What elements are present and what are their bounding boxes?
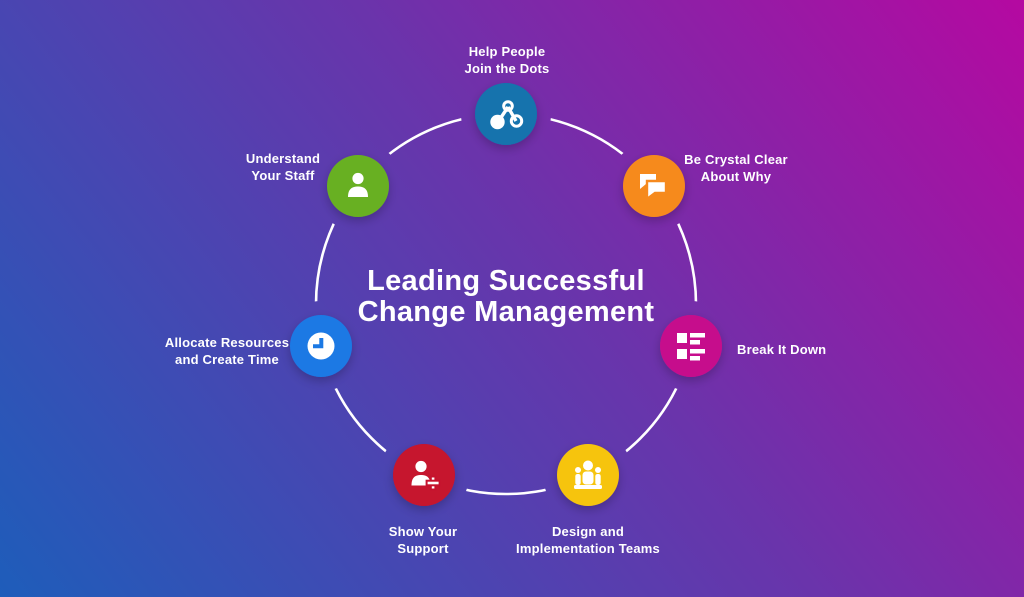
label-line: Show Your	[388, 524, 458, 539]
diagram-title: Leading Successful Change Management	[306, 266, 706, 328]
label-line: and Create Time	[175, 352, 279, 367]
team-icon	[574, 460, 602, 489]
add-person-icon	[411, 460, 441, 491]
node-design-and-implementation-teams	[557, 444, 619, 506]
label-line: Design and	[551, 524, 625, 539]
node-understand-your-staff	[327, 155, 389, 217]
label-be-crystal-clear-about-why: Be Crystal Clear About Why	[636, 151, 836, 185]
label-line: Allocate Resources	[164, 335, 290, 350]
network-dots-icon	[490, 100, 524, 130]
node-break-it-down	[660, 315, 722, 377]
node-circle	[327, 155, 389, 217]
diagram-title-line: Leading Successful	[367, 265, 645, 297]
node-help-people-join-the-dots	[475, 83, 537, 145]
label-line: About Why	[700, 169, 772, 184]
label-line: Break It Down	[737, 342, 827, 357]
node-show-your-support	[393, 444, 455, 506]
node-be-crystal-clear-about-why	[623, 155, 685, 217]
label-show-your-support: Show Your Support	[323, 523, 523, 557]
label-line: Be Crystal Clear	[684, 152, 788, 167]
node-circle	[393, 444, 455, 506]
label-line: Understand	[245, 151, 321, 166]
label-line: Join the Dots	[464, 61, 550, 76]
node-circle	[660, 315, 722, 377]
label-understand-your-staff: Understand Your Staff	[183, 150, 383, 184]
label-line: Your Staff	[251, 168, 315, 183]
diagram-title-line: Change Management	[357, 296, 655, 328]
label-line: Help People	[468, 44, 546, 59]
node-circle	[475, 83, 537, 145]
label-line: Support	[397, 541, 449, 556]
label-design-and-implementation-teams: Design and Implementation Teams	[468, 523, 708, 557]
node-allocate-resources-and-create-time	[290, 315, 352, 377]
label-line: Implementation Teams	[516, 541, 660, 556]
label-help-people-join-the-dots: Help People Join the Dots	[407, 43, 607, 77]
list-icon	[677, 333, 705, 361]
chat-bubbles-icon	[640, 174, 668, 202]
person-icon	[348, 172, 368, 197]
label-allocate-resources-and-create-time: Allocate Resources and Create Time	[127, 334, 327, 368]
clock-icon	[307, 332, 335, 360]
label-break-it-down: Break It Down	[737, 341, 897, 358]
